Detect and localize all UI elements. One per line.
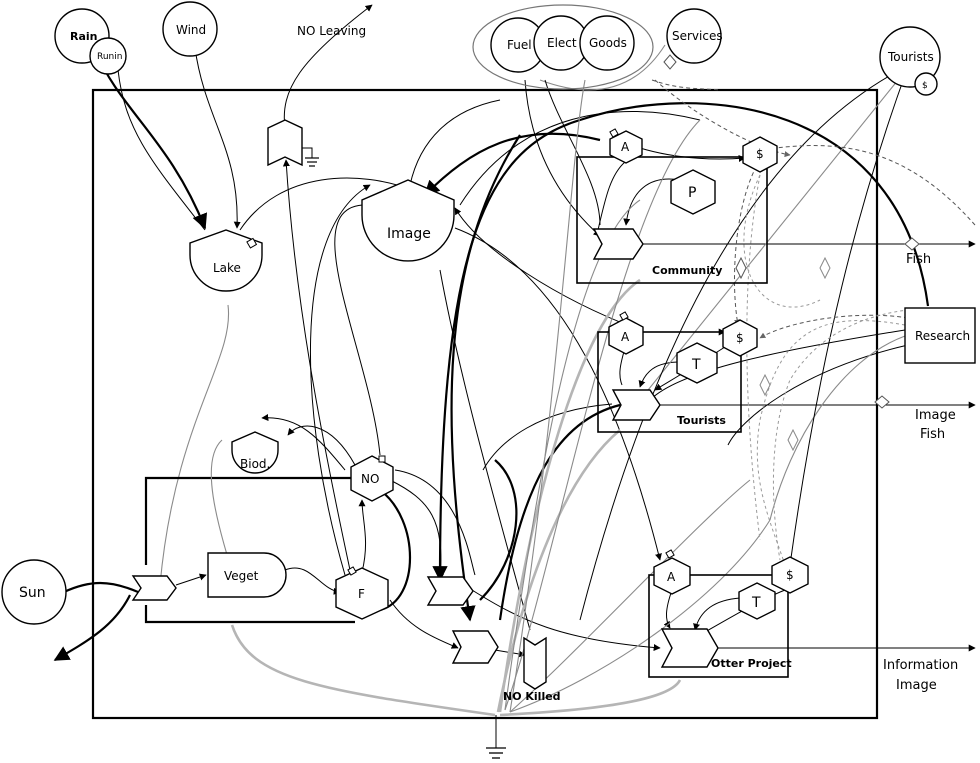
fish-output-label-2: Fish xyxy=(920,427,945,442)
community-p-hex[interactable]: P xyxy=(670,169,716,215)
no-leaving-exporter[interactable] xyxy=(267,119,319,167)
veget-interaction[interactable] xyxy=(131,575,177,601)
svg-text:Otter Project: Otter Project xyxy=(711,657,792,670)
otter-t-hex[interactable]: T xyxy=(738,582,776,620)
svg-text:T: T xyxy=(691,357,701,373)
community-dollar-hex[interactable]: $ xyxy=(742,136,778,173)
fuel-label: Fuel xyxy=(507,38,532,52)
svg-text:Tourists: Tourists xyxy=(887,50,934,64)
svg-text:Tourists: Tourists xyxy=(677,414,726,427)
information-output-label: Information xyxy=(883,658,958,673)
system-boundary xyxy=(91,88,879,720)
goods-label: Goods xyxy=(589,36,627,50)
diamond-markers xyxy=(663,54,920,452)
research-block[interactable]: Research xyxy=(904,307,976,364)
community-a-hex[interactable]: A xyxy=(609,128,643,164)
svg-text:P: P xyxy=(688,185,696,201)
svg-text:T: T xyxy=(751,595,761,611)
svg-text:Wind: Wind xyxy=(176,23,206,37)
wind-source[interactable]: Wind xyxy=(162,1,218,57)
flow-lines xyxy=(53,4,976,748)
svg-text:Runin: Runin xyxy=(97,52,122,62)
svg-text:A: A xyxy=(621,140,630,154)
consumer-interaction-1[interactable] xyxy=(426,576,474,606)
heat-sink-icon xyxy=(486,747,506,759)
lake-storage[interactable]: Lake xyxy=(189,229,263,292)
svg-text:Research: Research xyxy=(915,329,970,343)
svg-text:$: $ xyxy=(786,568,794,582)
tourists-a-hex[interactable]: A xyxy=(608,311,644,355)
dollar-label: $ xyxy=(922,81,928,91)
image-storage[interactable]: Image xyxy=(361,179,455,262)
tourists-block[interactable]: Tourists xyxy=(597,331,742,433)
otter-dollar-hex[interactable]: $ xyxy=(771,556,809,594)
veget-producer[interactable]: Veget xyxy=(207,552,287,598)
svg-text:Community: Community xyxy=(652,264,722,277)
runin-source[interactable]: Runin xyxy=(89,37,127,75)
svg-text:Sun: Sun xyxy=(19,585,46,601)
svg-text:Services: Services xyxy=(672,29,723,43)
no-killed-exporter[interactable]: NO Killed xyxy=(503,636,561,703)
svg-text:NO: NO xyxy=(361,472,379,486)
svg-text:F: F xyxy=(358,587,365,601)
svg-text:Lake: Lake xyxy=(213,261,241,275)
biod-storage[interactable]: Biod. xyxy=(231,431,279,474)
svg-text:A: A xyxy=(621,330,630,344)
consumer-interaction-2[interactable] xyxy=(451,630,499,664)
services-source[interactable]: Services xyxy=(666,8,723,64)
fish-output-label-1: Fish xyxy=(906,252,931,267)
image-output-label-1: Image xyxy=(915,408,956,423)
image-output-label-2: Image xyxy=(896,678,937,693)
community-block[interactable]: Community xyxy=(576,156,768,284)
svg-text:$: $ xyxy=(756,147,764,161)
otter-a-hex[interactable]: A xyxy=(653,549,691,595)
svg-text:Rain: Rain xyxy=(70,30,98,43)
tourists-source[interactable]: Tourists $ xyxy=(879,26,941,96)
svg-text:A: A xyxy=(667,570,676,584)
no-consumer[interactable]: NO xyxy=(350,455,394,502)
tourists-t-hex[interactable]: T xyxy=(676,342,718,384)
f-consumer[interactable]: F xyxy=(335,566,389,620)
elect-label: Elect xyxy=(547,36,577,50)
svg-text:NO Killed: NO Killed xyxy=(503,690,561,703)
fuel-elect-goods-group[interactable]: Fuel Elect Goods xyxy=(472,4,654,90)
no-leaving-label: NO Leaving xyxy=(297,24,366,38)
svg-text:Biod.: Biod. xyxy=(240,457,270,471)
svg-text:$: $ xyxy=(736,331,744,345)
sun-source[interactable]: Sun xyxy=(1,559,67,625)
svg-text:Image: Image xyxy=(387,226,431,242)
svg-text:Veget: Veget xyxy=(224,569,259,583)
otter-project-block[interactable]: Otter Project xyxy=(648,574,792,678)
tourists-dollar-hex[interactable]: $ xyxy=(722,319,758,357)
